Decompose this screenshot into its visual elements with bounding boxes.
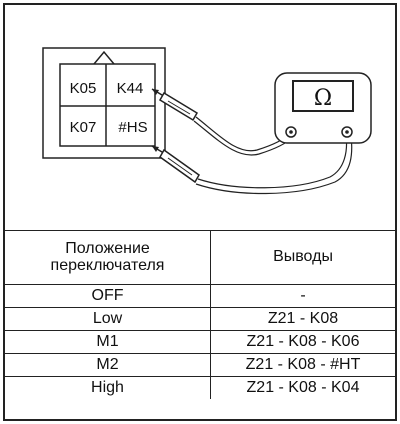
pin-label-k44: K44 [117,80,144,97]
diagram-canvas: K05 K44 K07 #HS [42,47,372,195]
pin-label-hs: #HS [118,119,147,136]
cell-position: M2 [5,353,211,377]
table-row: High Z21 - K08 - K04 [5,376,395,399]
ohm-symbol-icon: Ω [314,86,332,111]
table-header-row: Положение переключателя Выводы [5,230,395,285]
figure-frame: K05 K44 K07 #HS [3,3,397,421]
switch-position-table: Положение переключателя Выводы OFF - Low… [5,230,395,399]
header-switch-position-line1: Положение [65,239,150,257]
pin-label-k07: K07 [70,119,97,136]
cell-terminals: - [210,284,395,308]
measurement-diagram: K05 K44 K07 #HS [5,5,395,230]
ohmmeter: Ω [274,72,372,144]
probe-tip-upper-arrow-icon [152,89,159,95]
probe-body-upper-stripe [167,100,191,115]
probe-body-lower-stripe [167,157,193,176]
table-row: M1 Z21 - K08 - K06 [5,330,395,354]
table-row: OFF - [5,284,395,308]
cell-terminals: Z21 - K08 - K04 [210,376,395,399]
test-probe-lower [151,145,200,184]
connector-face [59,63,156,147]
probe-tip-lower-arrow-icon [152,146,159,152]
pin-label-k05: K05 [70,80,97,97]
ohmmeter-terminal-right-dot [345,130,349,134]
cell-terminals: Z21 - K08 - K06 [210,330,395,354]
header-switch-position: Положение переключателя [5,230,211,285]
test-probe-upper [151,88,199,122]
probe-wire-lower [195,133,353,195]
ohmmeter-terminal-left-dot [289,130,293,134]
header-terminals: Выводы [210,230,395,285]
connector-key-icon [93,50,115,65]
cell-terminals: Z21 - K08 [210,307,395,331]
header-switch-position-line2: переключателя [50,256,165,274]
switch-connector: K05 K44 K07 #HS [42,47,166,159]
cell-position: OFF [5,284,211,308]
cell-position: High [5,376,211,399]
table-row: Low Z21 - K08 [5,307,395,331]
ohmmeter-display [292,80,354,112]
cell-terminals: Z21 - K08 - #HT [210,353,395,377]
table-row: M2 Z21 - K08 - #HT [5,353,395,377]
cell-position: Low [5,307,211,331]
cell-position: M1 [5,330,211,354]
